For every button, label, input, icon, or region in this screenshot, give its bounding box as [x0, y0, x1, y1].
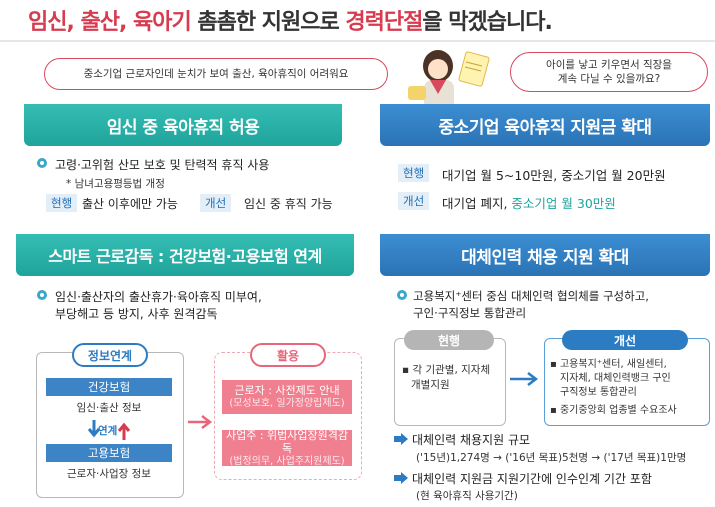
section4-bullet-line2: 구인·구직정보 통합관리: [413, 306, 527, 320]
title-highlight-2: 경력단절: [345, 10, 423, 35]
section3-bullet-line1: 임신·출산자의 출산휴가·육아휴직 미부여,: [55, 290, 262, 304]
period-text: (현 육아휴직 사용기간): [416, 490, 518, 502]
employer-usage: 사업주 : 위법사업장원격감독 (법정의무, 사업주지원제도): [222, 428, 352, 467]
current-title-text: 현행: [437, 333, 461, 348]
worker-usage: 근로자 : 사전제도 안내 (모성보호, 일가정양립제도): [222, 380, 352, 414]
current-item-line2: 개별지원: [411, 379, 450, 391]
current-item-line1: 각 기관별, 지자체: [412, 364, 491, 376]
speech-bubble-left: 중소기업 근로자인데 눈치가 보여 출산, 육아휴직이 어려워요: [44, 58, 388, 90]
section3-title: 스마트 근로감독 : 건강보험·고용보험 연계: [48, 247, 322, 266]
section2-improve-tag: 개선: [398, 192, 430, 210]
bubble-left-text: 중소기업 근로자인데 눈치가 보여 출산, 육아휴직이 어려워요: [83, 68, 349, 80]
employment-insurance-text: 고용보험: [87, 446, 131, 460]
health-insurance-label: 건강보험: [46, 378, 172, 396]
improve-item2: ▪ 중기중앙회 업종별 수요조사: [550, 405, 677, 416]
worker-usage-sub: (모성보호, 일가정양립제도): [229, 398, 345, 409]
bullet-icon: [37, 158, 47, 168]
section2-current-tag: 현행: [398, 164, 430, 182]
improve-item1-line2: 지자체, 대체인력뱅크 구인: [560, 373, 671, 384]
title-highlight-1: 임신, 출산, 육아기: [28, 10, 192, 35]
section2-title: 중소기업 육아휴직 지원금 확대: [438, 117, 652, 138]
section1-current-text: 출산 이후에만 가능: [82, 197, 178, 211]
usage-title: 활용: [250, 343, 326, 367]
section3-bullet-line2: 부당해고 등 방지, 사후 원격감독: [55, 307, 218, 321]
section4-header: 대체인력 채용 지원 확대: [380, 234, 710, 276]
section2-improve-text: 대기업 폐지, 중소기업 월 30만원: [442, 193, 616, 212]
section1-title: 임신 중 육아휴직 허용: [106, 117, 260, 138]
arrow-bullet-icon: [394, 433, 408, 445]
employer-usage-sub: (법정의무, 사업주지원제도): [229, 455, 345, 467]
section1-note: * 남녀고용평등법 개정: [66, 178, 165, 190]
link-word: 연계: [98, 425, 118, 437]
employment-insurance-info-text: 근로자·사업장 정보: [67, 467, 151, 480]
health-insurance-info-text: 임신·출산 정보: [76, 401, 142, 414]
woman-with-document-illustration: [408, 50, 490, 110]
section3-header: 스마트 근로감독 : 건강보험·고용보험 연계: [16, 234, 354, 276]
section2-header: 중소기업 육아휴직 지원금 확대: [380, 104, 710, 146]
scale-title: 대체인력 채용지원 규모: [412, 433, 531, 447]
bubble-right-line2: 계속 다닐 수 있을까요?: [557, 73, 661, 85]
worker-usage-label: 근로자 : 사전제도 안내: [234, 384, 340, 397]
improve-item1-line3: 구직정보 통합관리: [560, 387, 637, 398]
improve-title: 개선: [562, 330, 688, 350]
current-item: ▪ 각 기관별, 지자체: [402, 364, 491, 376]
bubble-right-line1: 아이를 낳고 키우면서 직장을: [546, 59, 672, 71]
employment-insurance-info: 근로자·사업장 정보: [46, 464, 172, 482]
employer-usage-label: 사업주 : 위법사업장원격감독: [225, 428, 349, 455]
speech-bubble-right: 아이를 낳고 키우면서 직장을 계속 다닐 수 있을까요?: [510, 52, 708, 92]
info-link-title-text: 정보연계: [87, 348, 133, 363]
health-insurance-info: 임신·출산 정보: [46, 398, 172, 416]
period-title: 대체인력 지원금 지원기간에 인수인계 기간 포함: [412, 472, 652, 486]
scale-text: ('15년)1,274명 → ('16년 목표)5천명 → ('17년 목표)1…: [416, 452, 687, 464]
link-arrows-icon: [87, 420, 131, 440]
title-text-2: 을 막겠습니다.: [422, 10, 552, 35]
right-arrow-icon: [188, 415, 213, 429]
section2-current-text: 대기업 월 5~10만원, 중소기업 월 20만원: [442, 168, 666, 183]
section4-title: 대체인력 채용 지원 확대: [461, 247, 629, 268]
info-link-box: [36, 352, 184, 498]
current-title: 현행: [404, 330, 494, 350]
info-link-title: 정보연계: [72, 343, 148, 367]
section1-header: 임신 중 육아휴직 허용: [24, 104, 342, 146]
section2-improve-a: 대기업 폐지,: [442, 196, 512, 211]
bullet-icon: [397, 290, 407, 300]
health-insurance-text: 건강보험: [87, 380, 131, 394]
improve-item1-line1: 고용복지⁺센터, 새일센터,: [559, 359, 667, 370]
usage-title-text: 활용: [276, 348, 300, 363]
arrow-bullet-icon: [394, 472, 408, 484]
employment-insurance-label: 고용보험: [46, 444, 172, 462]
section4-bullet-line1: 고용복지⁺센터 중심 대체인력 협의체를 구성하고,: [413, 289, 649, 303]
section1-improve-text: 임신 중 휴직 가능: [244, 197, 333, 211]
section1-improve-tag: 개선: [200, 194, 232, 212]
section1-current-tag: 현행: [46, 194, 78, 212]
right-arrow-icon: [510, 372, 539, 386]
improve-title-text: 개선: [613, 333, 637, 348]
bullet-icon: [37, 290, 47, 300]
improve-item2-text: 중기중앙회 업종별 수요조사: [559, 405, 677, 416]
improve-item1: ▪ 고용복지⁺센터, 새일센터,: [550, 359, 667, 370]
section1-bullet: 고령·고위험 산모 보호 및 탄력적 휴직 사용: [55, 158, 270, 172]
current-box: [394, 338, 506, 426]
title-divider: [0, 40, 715, 42]
title-text-1: 촘촘한 지원으로: [190, 10, 346, 35]
page-title: 임신, 출산, 육아기 촘촘한 지원으로 경력단절을 막겠습니다.: [28, 4, 553, 36]
section2-improve-b: 중소기업 월 30만원: [511, 196, 616, 211]
